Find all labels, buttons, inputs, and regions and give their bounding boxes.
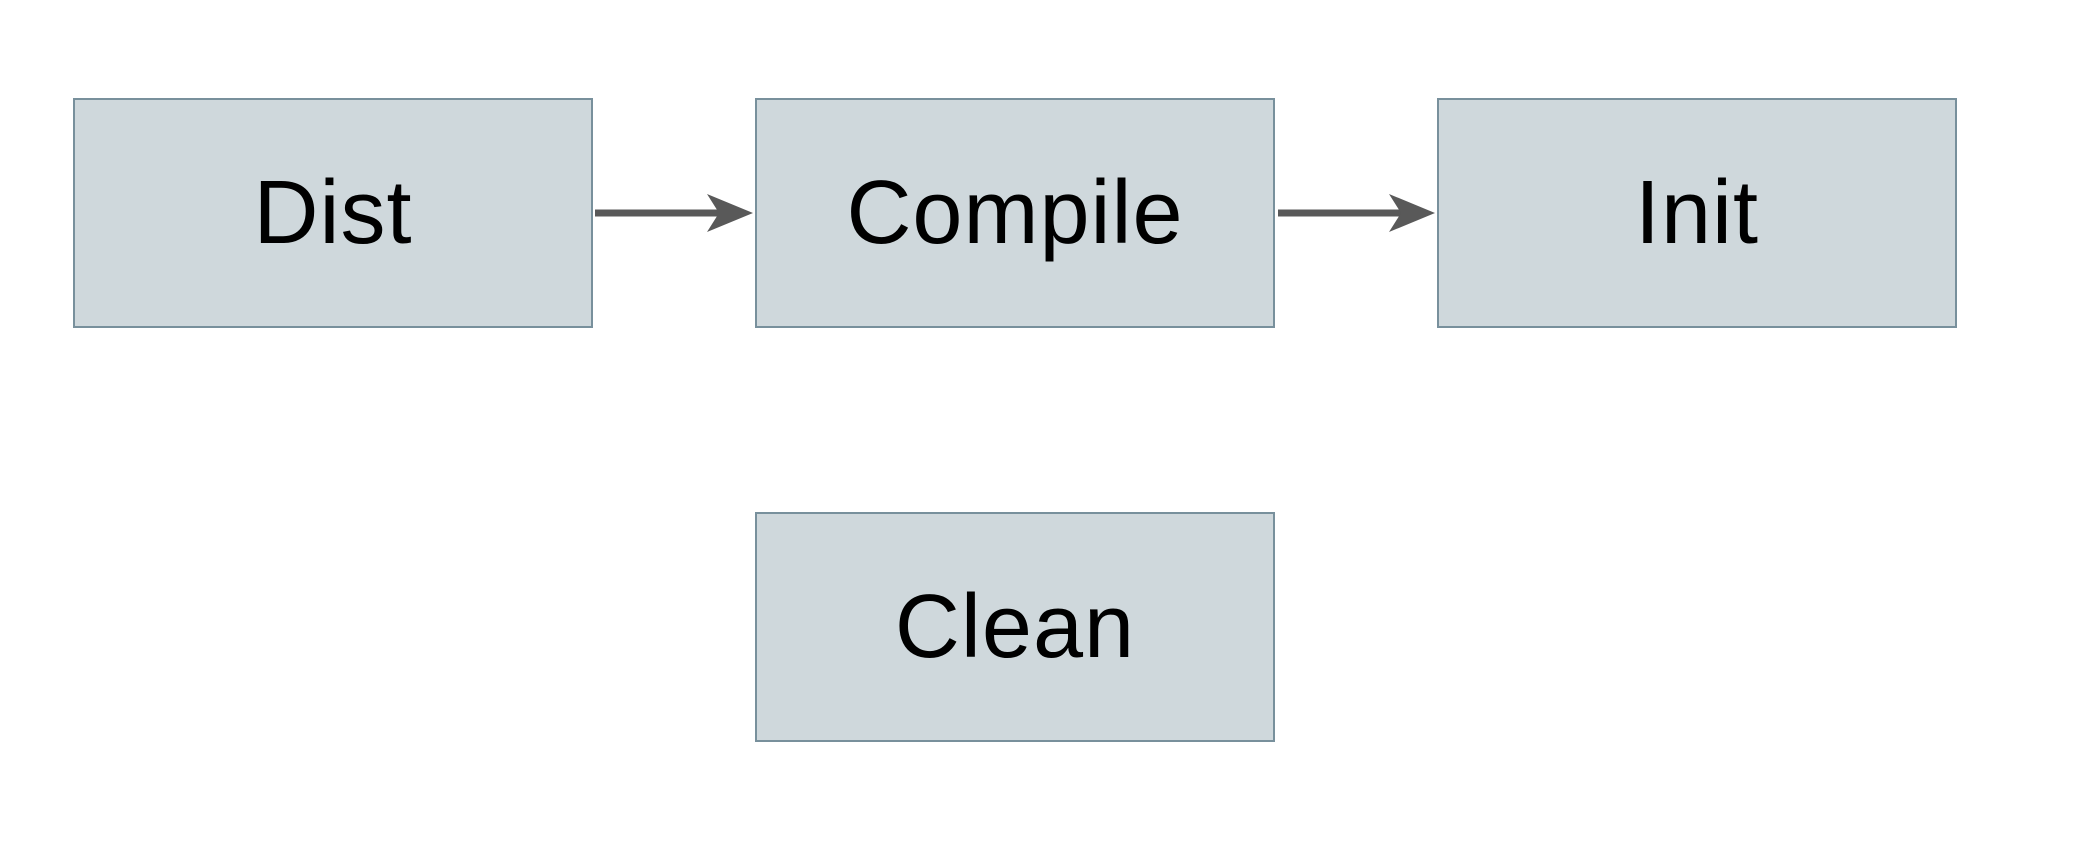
arrowhead-right-icon	[1389, 194, 1435, 232]
node-clean-label: Clean	[894, 576, 1136, 677]
node-init-label: Init	[1634, 162, 1760, 263]
arrow-dist-to-compile	[595, 194, 753, 232]
arrowhead-right-icon	[707, 194, 753, 232]
node-dist-label: Dist	[253, 162, 413, 263]
node-init[interactable]: Init	[1437, 98, 1957, 328]
node-dist[interactable]: Dist	[73, 98, 593, 328]
node-compile[interactable]: Compile	[755, 98, 1275, 328]
arrow-compile-to-init	[1278, 194, 1435, 232]
node-clean[interactable]: Clean	[755, 512, 1275, 742]
node-compile-label: Compile	[846, 162, 1184, 263]
